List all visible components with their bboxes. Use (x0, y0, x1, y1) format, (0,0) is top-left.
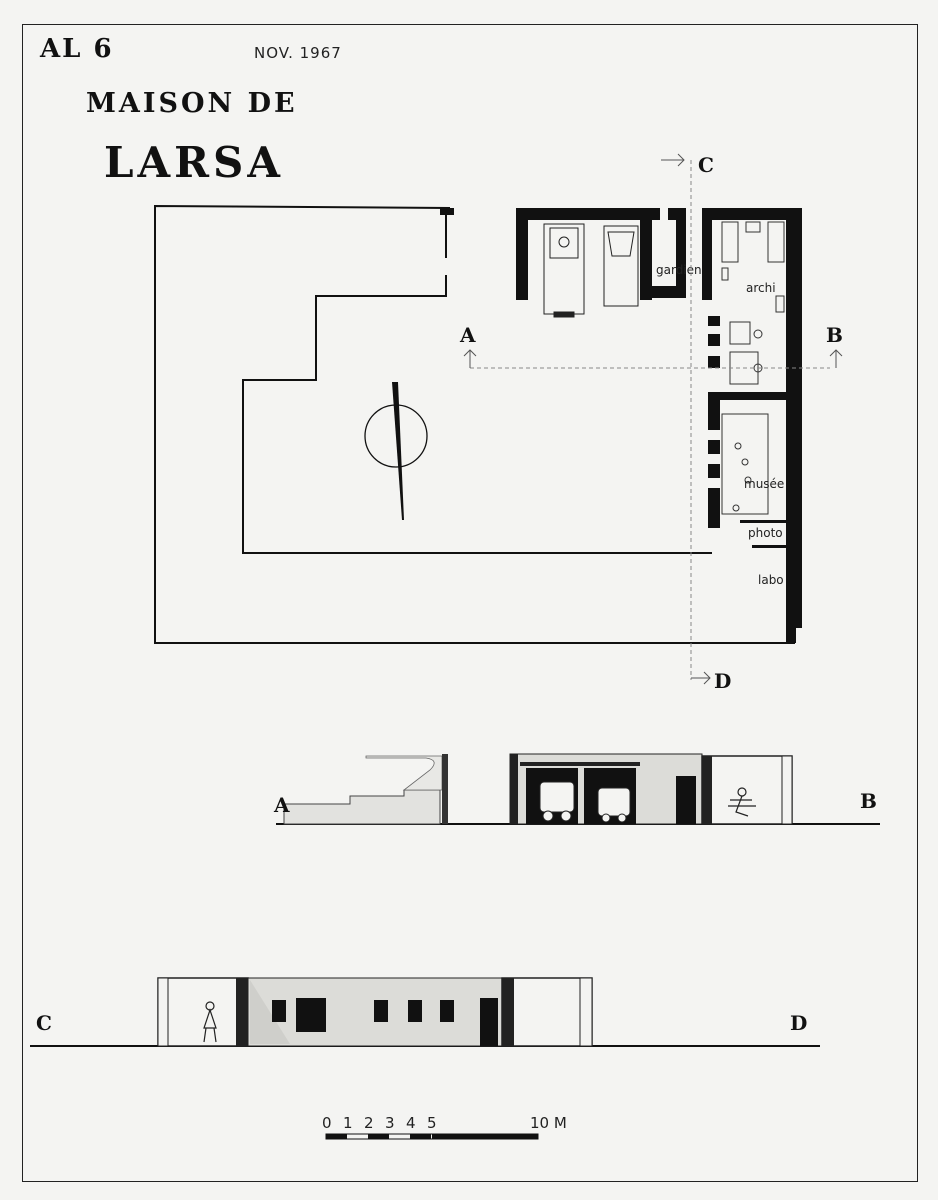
scale-tick-2: 2 (364, 1114, 374, 1132)
vehicle-1-icon (543, 223, 585, 318)
courtyard-inner-wall-2 (242, 275, 712, 554)
scale-tick-4: 4 (406, 1114, 416, 1132)
scale-tick-0: 0 (322, 1114, 332, 1132)
archi-wall-cut-2 (781, 755, 793, 825)
scale-tick-1: 1 (343, 1114, 353, 1132)
section-marker-c: C (698, 153, 714, 177)
vehicle-elevation-2-icon (597, 787, 631, 823)
window (374, 1000, 388, 1022)
section-cd: C D (30, 977, 820, 1047)
garage-east-wall (640, 208, 652, 300)
scale-tick-5: 5 (427, 1114, 437, 1132)
door (480, 998, 498, 1046)
scale-tick-3: 3 (385, 1114, 395, 1132)
gardien-room-section (157, 977, 249, 1047)
sheet-code: AL 6 (40, 34, 114, 64)
north-arrow-icon (364, 382, 428, 520)
section-marker-a: A (459, 323, 476, 347)
gardien-south-wall (640, 286, 686, 298)
room-label-musee: musée (744, 477, 784, 491)
scale-end-label: 10 M (530, 1114, 567, 1132)
archi-south-wall (708, 392, 794, 400)
room-label-labo: labo (758, 573, 784, 587)
doorway (296, 998, 326, 1032)
window (440, 1000, 454, 1022)
wall-section-cut (442, 754, 448, 824)
shadow (250, 980, 290, 1044)
pier (708, 488, 720, 528)
east-wing-north-wall (702, 208, 802, 220)
pier (708, 440, 720, 454)
vehicle-elevation-1-icon (539, 781, 575, 822)
pier (708, 464, 720, 478)
section-cd-marker-d: D (790, 1011, 807, 1035)
photo-labo-partition (752, 545, 786, 548)
garage-wall-cut (510, 754, 518, 824)
archi-west-wall-upper (702, 208, 712, 300)
archi-room-section (701, 755, 793, 825)
room-label-gardien: gardien (656, 263, 702, 277)
section-arrow-d (691, 671, 711, 685)
gardien-wall-cut-2 (236, 978, 248, 1046)
gardien-wall-cut (157, 977, 169, 1047)
sheet-border (22, 24, 918, 1182)
section-ab-marker-b: B (860, 789, 877, 813)
window (272, 1000, 286, 1022)
section-arrow-c (661, 153, 685, 167)
title-line-2: LARSA (104, 138, 284, 187)
room-label-photo: photo (748, 526, 783, 540)
garage-lintel (520, 762, 640, 766)
gardien-door-gap (660, 208, 668, 220)
musee-room-section (501, 977, 593, 1047)
standing-person-icon (203, 1001, 217, 1043)
section-arrow-b (829, 349, 843, 368)
musee-display (721, 413, 769, 515)
pier (708, 400, 720, 430)
section-ab: A B (273, 753, 880, 825)
archi-wall-cut (702, 756, 712, 824)
courtyard-wall-elevation (283, 789, 441, 825)
vehicle-2-icon (603, 225, 639, 307)
section-marker-d: D (714, 669, 731, 693)
room-label-archi: archi (746, 281, 776, 295)
musee-photo-partition (740, 520, 786, 523)
title-line-1: MAISON DE (86, 88, 298, 119)
pier (708, 334, 720, 346)
courtyard-outline (154, 204, 795, 644)
east-wing-corner (786, 620, 796, 643)
wall-elevation-upper (365, 755, 443, 791)
sheet-date: NOV. 1967 (254, 44, 342, 62)
window (408, 1000, 422, 1022)
garage-west-wall (516, 208, 528, 300)
archi-furniture (721, 221, 785, 385)
east-wing-outer-wall (786, 208, 802, 628)
section-arrow-a (463, 349, 477, 368)
person-at-desk-icon (728, 787, 756, 817)
wall-stub (440, 208, 454, 215)
gardien-east-wall (676, 208, 686, 298)
musee-wall-cut (502, 978, 514, 1046)
section-ab-marker-a: A (273, 793, 290, 817)
section-marker-b: B (826, 323, 843, 347)
door-elevation (676, 776, 696, 824)
scale-bar: 0 1 2 3 4 5 10 M (322, 1114, 567, 1140)
section-cd-marker-c: C (36, 1011, 52, 1035)
musee-wall-cut-2 (579, 977, 593, 1047)
floor-plan: gardien archi musée photo labo A B C D (154, 153, 843, 693)
pier (708, 316, 720, 326)
pier (708, 356, 720, 368)
